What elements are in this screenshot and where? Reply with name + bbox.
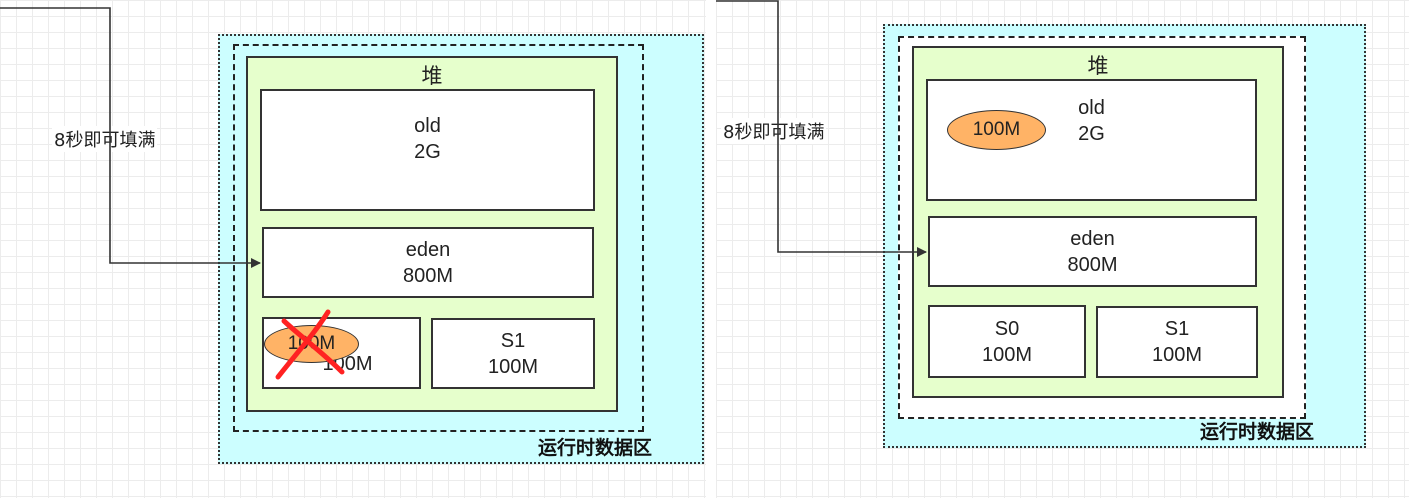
heap-title-2: 堆 (1087, 54, 1109, 78)
s1-size-2: 100M (1151, 344, 1203, 366)
old-gen-name: old (414, 115, 441, 137)
s1-box-2[interactable]: S1 100M (1096, 306, 1258, 378)
runtime-data-area-label-2: 运行时数据区 (1199, 421, 1314, 443)
s1-size: 100M (487, 355, 539, 378)
s0-size-2: 100M (981, 343, 1033, 366)
panel-separator (706, 0, 716, 498)
eden-size-2: 800M (1067, 253, 1118, 276)
eden-size: 800M (402, 264, 454, 287)
old-gen-size: 2G (414, 141, 441, 163)
fill-time-label-2: 8秒即可填满 (721, 118, 827, 144)
cross-out-mark (275, 309, 345, 380)
eden-name: eden (405, 238, 451, 261)
fill-flow-arrow[interactable] (0, 7, 261, 268)
runtime-data-area-label: 运行时数据区 (537, 437, 652, 459)
fill-flow-arrow-2[interactable] (716, 0, 927, 257)
s1-name: S1 (500, 329, 526, 352)
eden-box-2[interactable]: eden 800M (928, 216, 1257, 287)
s1-name-2: S1 (1164, 318, 1190, 340)
eden-name-2: eden (1070, 227, 1115, 250)
old-gen-box[interactable]: old 2G (260, 89, 595, 211)
eden-box[interactable]: eden 800M (262, 227, 594, 298)
s1-box[interactable]: S1 100M (431, 318, 595, 389)
jvm-dashed-container-2[interactable] (898, 36, 1306, 419)
fill-time-label: 8秒即可填满 (52, 126, 158, 152)
heap-title: 堆 (421, 64, 443, 88)
old-gen-name-2: old (1078, 97, 1105, 119)
object-label-2: 100M (972, 119, 1021, 140)
old-gen-size-2: 2G (1078, 123, 1105, 145)
object-100m-in-old[interactable]: 100M (947, 110, 1046, 150)
s0-name-2: S0 (994, 317, 1020, 340)
s0-box-2[interactable]: S0 100M (928, 305, 1086, 378)
jvm-dashed-container[interactable] (233, 44, 644, 432)
